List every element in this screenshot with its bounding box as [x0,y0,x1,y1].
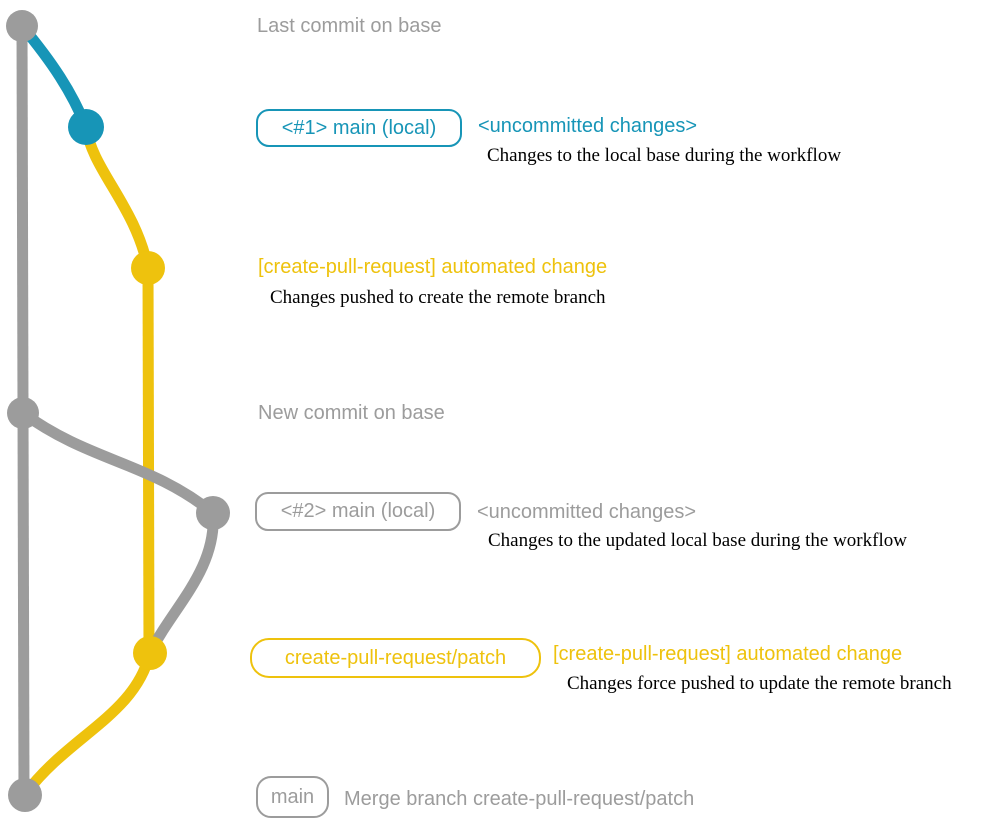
commit-node-last-base [6,10,38,42]
pr-branch-merge-line [21,651,156,797]
commit-title-automated-2: [create-pull-request] automated change [553,643,903,665]
branch-badge-label: <#2> main (local) [280,500,436,522]
new-commit-label: New commit on base [258,402,445,424]
commit-node-pr-1 [131,251,165,285]
branch-badge-main-local-2: <#2> main (local) [255,492,461,531]
branch-badge-main-local-1: <#1> main (local) [256,109,462,147]
commit-title-uncommitted-1: <uncommitted changes> [478,115,698,137]
commit-node-main-local-2 [196,496,230,530]
last-commit-label: Last commit on base [257,15,442,37]
commit-description-1: Changes to the local base during the wor… [487,145,842,166]
commit-title-automated-1: [create-pull-request] automated change [258,256,608,278]
branch-badge-label: main [270,785,315,808]
branch-badge-label: <#1> main (local) [281,116,437,139]
branch-badge-pr-patch: create-pull-request/patch [250,638,541,678]
commit-description-3: Changes to the updated local base during… [488,530,907,551]
commit-description-4: Changes force pushed to update the remot… [567,673,952,694]
commit-title-uncommitted-2: <uncommitted changes> [477,501,697,523]
update-branch-line-out [19,408,217,518]
update-branch-line-back [145,512,219,656]
commit-node-merge [8,778,42,812]
branch-badge-label: create-pull-request/patch [284,646,507,669]
pr-branch-line-upper [80,126,154,270]
commit-node-main-local-1 [68,109,104,145]
merge-commit-label: Merge branch create-pull-request/patch [344,788,695,810]
commit-description-2: Changes pushed to create the remote bran… [270,287,606,308]
pr-branch-line-vertical [142,267,155,654]
commit-node-new-base [7,397,39,429]
branch-badge-main: main [256,776,329,818]
commit-node-pr-2 [133,636,167,670]
